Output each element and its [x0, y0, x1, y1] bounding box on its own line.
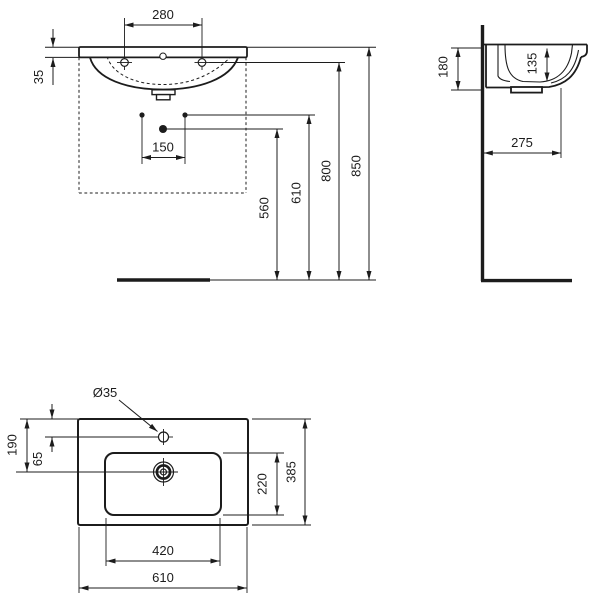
bowl-outline-plan: [104, 452, 222, 516]
dimension-fixing-spacing: 150: [142, 140, 185, 160]
dimension-bowl-depth-plan: 220: [223, 452, 284, 516]
dim-label-65: 65: [30, 452, 45, 466]
dim-label-420: 420: [152, 543, 174, 558]
dim-label-150: 150: [152, 140, 174, 155]
dimension-tap-spacing: 280: [124, 7, 202, 28]
section-bowl-interior: [504, 44, 574, 83]
dim-label-800: 800: [319, 160, 334, 182]
dim-label-275: 275: [511, 135, 533, 150]
waste-boss-lip: [151, 89, 176, 96]
dim-label-35: 35: [31, 70, 46, 84]
dim-label-220: 220: [255, 473, 270, 495]
dimension-fixing-height: 610: [289, 115, 312, 280]
furniture-outline-dashed: [78, 57, 247, 194]
dim-label-850: 850: [349, 155, 364, 177]
section-inner-front: [550, 49, 580, 84]
dimension-back-height: 180: [436, 47, 482, 91]
dimension-overall-depth: 385: [252, 418, 311, 526]
dimension-waste-height: 560: [257, 129, 280, 280]
section-inner-back: [497, 44, 511, 83]
waste-boss-stub: [155, 93, 171, 101]
plan-view: Ø35 65 190 220 385: [5, 385, 311, 593]
dimension-wall-offset: 275: [483, 88, 562, 158]
side-view: 180 135 275: [436, 25, 588, 283]
dimension-bowl-depth-side: 135: [525, 48, 550, 82]
dim-label-610: 610: [289, 182, 304, 204]
front-view: 280 35 150 560 610 800 850: [31, 7, 376, 282]
dimension-tap-from-back: 65: [30, 404, 55, 466]
overflow-hole: [159, 52, 167, 60]
waste-flange: [510, 86, 543, 94]
dim-label-190: 190: [5, 434, 20, 456]
dim-label-560: 560: [257, 197, 272, 219]
dim-label-tap-dia: Ø35: [93, 385, 118, 400]
dim-label-385: 385: [284, 461, 299, 483]
dim-label-280: 280: [152, 7, 174, 22]
dimension-rim-top-height: 850: [349, 47, 372, 280]
dimension-waste-from-back: 190: [5, 419, 30, 472]
section-outer-belly: [512, 56, 582, 89]
dim-label-135: 135: [525, 53, 540, 75]
dimension-deck-height: 800: [319, 62, 342, 280]
dim-label-610-plan: 610: [152, 570, 174, 585]
dim-label-180: 180: [436, 56, 451, 78]
dimension-overall-width: 610: [78, 527, 248, 593]
dimension-tap-diameter: Ø35: [93, 385, 158, 432]
dimension-bowl-width: 420: [105, 518, 221, 566]
dimension-rim-height: 35: [31, 29, 56, 85]
section-front-lip: [580, 44, 588, 58]
bowl-hidden-edge: [106, 56, 232, 86]
